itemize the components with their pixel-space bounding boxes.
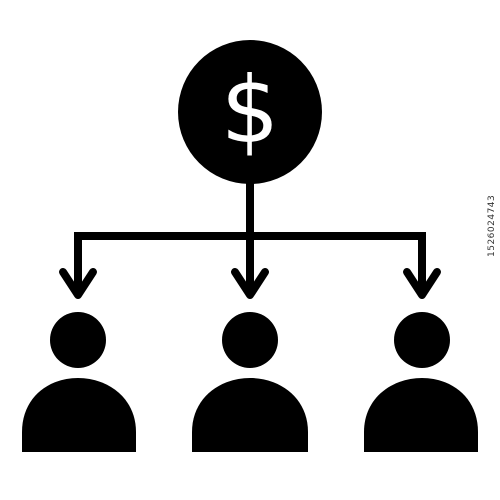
person-icon-center xyxy=(192,312,308,452)
arrow-down-icons xyxy=(59,268,441,299)
person-body xyxy=(364,378,478,452)
arrow-down-icon-left xyxy=(59,268,97,299)
stock-id-label: 1526024743 xyxy=(487,194,497,257)
distribution-connector xyxy=(74,180,426,292)
person-body xyxy=(192,378,308,452)
person-head xyxy=(222,312,278,368)
person-head xyxy=(394,312,450,368)
arrow-down-icon-right xyxy=(403,268,441,299)
coin-circle xyxy=(178,40,322,184)
person-icon-right xyxy=(364,312,478,452)
dollar-coin-icon: $ xyxy=(178,40,322,184)
dollar-sign: $ xyxy=(221,57,280,164)
arrow-down-icon-center xyxy=(231,268,269,299)
person-body xyxy=(22,378,136,452)
person-icon-left xyxy=(22,312,136,452)
person-head xyxy=(50,312,106,368)
